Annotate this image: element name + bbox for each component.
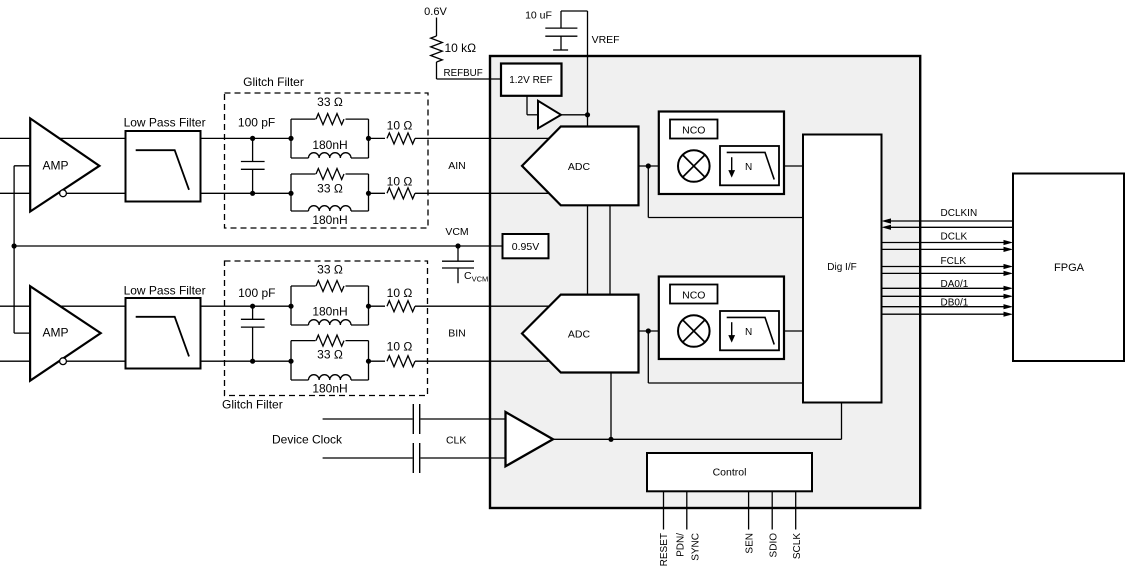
svg-text:FPGA: FPGA: [1054, 262, 1085, 274]
svg-text:RESET: RESET: [659, 533, 670, 566]
svg-text:PDN/: PDN/: [676, 533, 687, 557]
svg-text:Device Clock: Device Clock: [272, 432, 343, 446]
svg-text:1.2V REF: 1.2V REF: [509, 75, 552, 86]
svg-text:Glitch Filter: Glitch Filter: [243, 75, 304, 89]
svg-text:CLK: CLK: [446, 435, 466, 447]
svg-text:SCLK: SCLK: [792, 533, 803, 559]
svg-text:33 Ω: 33 Ω: [317, 263, 343, 277]
svg-text:0.95V: 0.95V: [512, 241, 539, 253]
svg-text:10 Ω: 10 Ω: [387, 286, 413, 300]
svg-text:VREF: VREF: [592, 34, 620, 46]
svg-text:ADC: ADC: [568, 328, 591, 340]
svg-text:10 uF: 10 uF: [525, 9, 552, 21]
svg-text:DB0/1: DB0/1: [941, 298, 969, 309]
svg-text:AMP: AMP: [42, 326, 68, 340]
svg-text:33 Ω: 33 Ω: [317, 347, 343, 361]
svg-text:10 Ω: 10 Ω: [387, 175, 413, 189]
svg-text:10 Ω: 10 Ω: [387, 340, 413, 354]
svg-text:VCM: VCM: [445, 226, 468, 238]
svg-text:AIN: AIN: [448, 160, 466, 172]
svg-text:100 pF: 100 pF: [238, 116, 275, 130]
svg-text:SDIO: SDIO: [769, 533, 780, 558]
svg-text:SEN: SEN: [744, 533, 755, 554]
svg-text:FCLK: FCLK: [941, 256, 967, 267]
svg-text:33 Ω: 33 Ω: [317, 182, 343, 196]
svg-text:0.6V: 0.6V: [424, 6, 447, 18]
svg-text:180nH: 180nH: [312, 305, 347, 319]
svg-text:Dig I/F: Dig I/F: [827, 262, 856, 273]
svg-text:BIN: BIN: [448, 328, 466, 340]
svg-text:33 Ω: 33 Ω: [317, 95, 343, 109]
svg-text:DCLKIN: DCLKIN: [941, 208, 978, 219]
svg-text:NCO: NCO: [682, 124, 705, 136]
svg-text:10 kΩ: 10 kΩ: [445, 41, 477, 55]
svg-text:N: N: [745, 327, 752, 338]
svg-text:ADC: ADC: [568, 161, 591, 173]
svg-text:Control: Control: [713, 466, 747, 478]
svg-text:Glitch Filter: Glitch Filter: [222, 397, 283, 411]
svg-text:180nH: 180nH: [312, 138, 347, 152]
svg-text:SYNC: SYNC: [690, 533, 701, 561]
svg-text:REFBUF: REFBUF: [444, 68, 483, 79]
svg-text:Low Pass Filter: Low Pass Filter: [124, 284, 206, 298]
svg-text:180nH: 180nH: [312, 213, 347, 227]
svg-text:10 Ω: 10 Ω: [387, 119, 413, 133]
svg-text:N: N: [745, 162, 752, 173]
svg-text:DCLK: DCLK: [941, 232, 968, 243]
svg-text:180nH: 180nH: [312, 382, 347, 396]
svg-text:100 pF: 100 pF: [238, 286, 275, 300]
svg-text:NCO: NCO: [682, 289, 705, 301]
svg-text:AMP: AMP: [42, 158, 68, 172]
svg-text:DA0/1: DA0/1: [941, 279, 969, 290]
svg-text:Low Pass Filter: Low Pass Filter: [124, 116, 206, 130]
